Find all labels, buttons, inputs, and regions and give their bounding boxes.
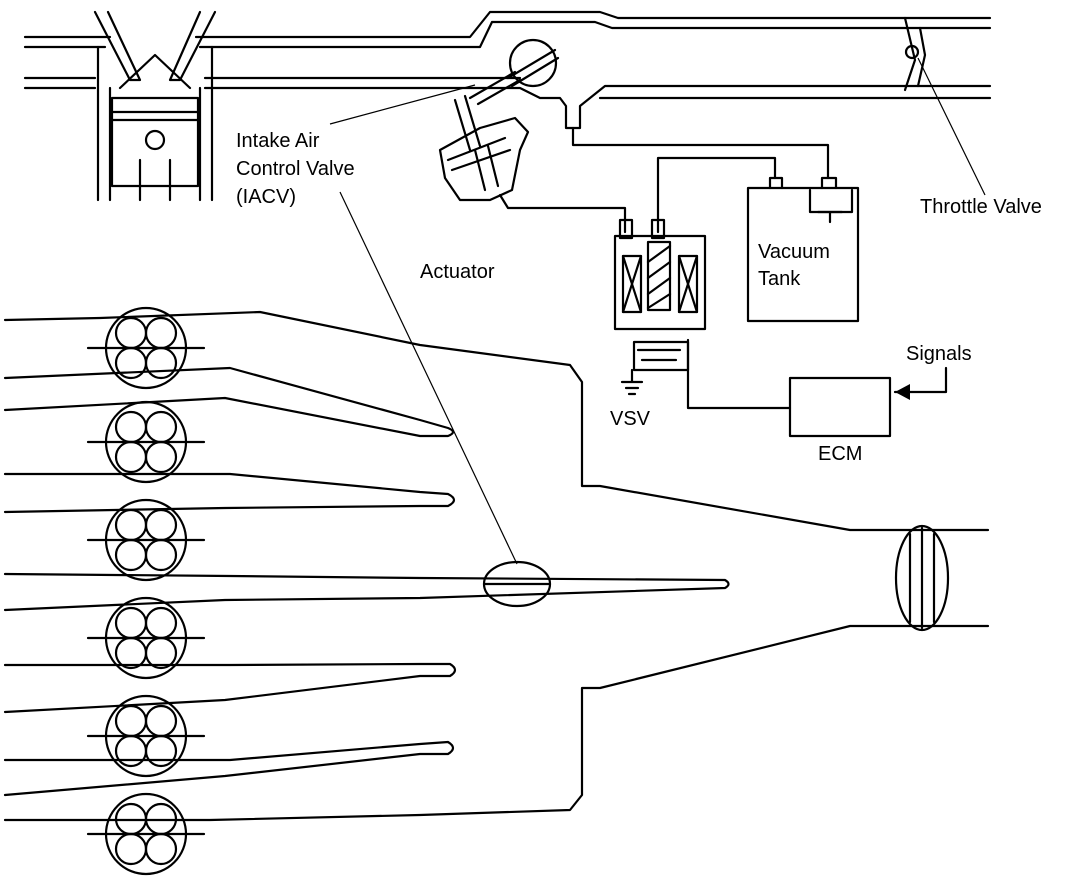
iacv-top-valve [468,38,560,106]
valve-head-1 [86,306,206,390]
ecm-label: ECM [818,443,862,465]
throttle-valve-label: Throttle Valve [920,196,1042,218]
vacuum-lines [571,126,830,234]
throttle-valve [903,16,986,196]
actuator [438,94,627,234]
vsv-valve [613,218,792,410]
signals-label: Signals [906,343,972,365]
vacuum-tank [746,176,860,323]
iacv-label-line3: (IACV) [236,186,296,208]
valve-head-5 [86,694,206,778]
ecm-box [788,366,948,438]
valve-head-6 [86,792,206,876]
engine-cylinder [93,10,217,202]
labels: Intake Air Control Valve (IACV) Actuator… [236,130,1042,465]
iacv-label-line1: Intake Air [236,130,320,152]
intake-manifold [3,84,990,822]
vacuum-tank-label-line2: Tank [758,268,801,290]
iacv-label-line2: Control Valve [236,158,355,180]
valve-head-4 [86,596,206,680]
intake-pipe [23,10,992,130]
vsv-label: VSV [610,408,651,430]
valve-heads [86,306,206,876]
valve-head-2 [86,400,206,484]
vacuum-tank-label-line1: Vacuum [758,241,830,263]
valve-head-3 [86,498,206,582]
actuator-label: Actuator [420,261,495,283]
